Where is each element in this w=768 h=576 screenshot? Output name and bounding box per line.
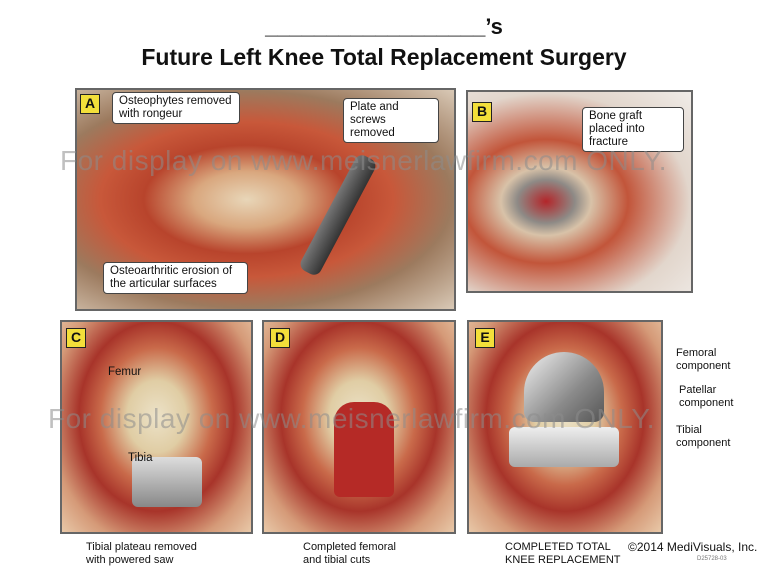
panel-c-badge: C: [66, 328, 86, 348]
femoral-cut: [334, 402, 394, 497]
label-erosion: Osteoarthritic erosion of the articular …: [103, 262, 248, 294]
panel-a-badge: A: [80, 94, 100, 114]
watermark-top: For display on www.meisnerlawfirm.com ON…: [60, 145, 668, 176]
label-plate-screws: Plate and screws removed: [343, 98, 439, 143]
caption-c: Tibial plateau removed with powered saw: [86, 541, 197, 566]
label-femoral-component: Femoral component: [676, 347, 731, 372]
panel-d-illustration: [262, 320, 456, 534]
watermark-bottom: For display on www.meisnerlawfirm.com ON…: [48, 403, 656, 434]
label-tibial-component: Tibial component: [676, 424, 731, 449]
panel-e-badge: E: [475, 328, 495, 348]
copyright: ©2014 MediVisuals, Inc.: [628, 540, 758, 554]
femoral-implant: [524, 352, 604, 422]
panel-c-illustration: [60, 320, 253, 534]
caption-e: COMPLETED TOTAL KNEE REPLACEMENT: [505, 541, 621, 566]
patient-name-line: __________________’s: [265, 14, 503, 39]
panel-e-illustration: [467, 320, 663, 534]
label-femur: Femur: [108, 366, 142, 378]
label-bone-graft: Bone graft placed into fracture: [582, 107, 684, 152]
label-osteophytes: Osteophytes removed with rongeur: [112, 92, 240, 124]
panel-b-badge: B: [472, 102, 492, 122]
page-title: Future Left Knee Total Replacement Surge…: [141, 44, 627, 70]
panel-d-badge: D: [270, 328, 290, 348]
exhibit-code: D25728-03: [697, 556, 727, 562]
label-patellar-component: Patellar component: [679, 384, 734, 409]
tibial-implant: [509, 427, 619, 467]
caption-d: Completed femoral and tibial cuts: [303, 541, 396, 566]
powered-saw: [132, 457, 202, 507]
label-tibia: Tibia: [128, 452, 153, 464]
